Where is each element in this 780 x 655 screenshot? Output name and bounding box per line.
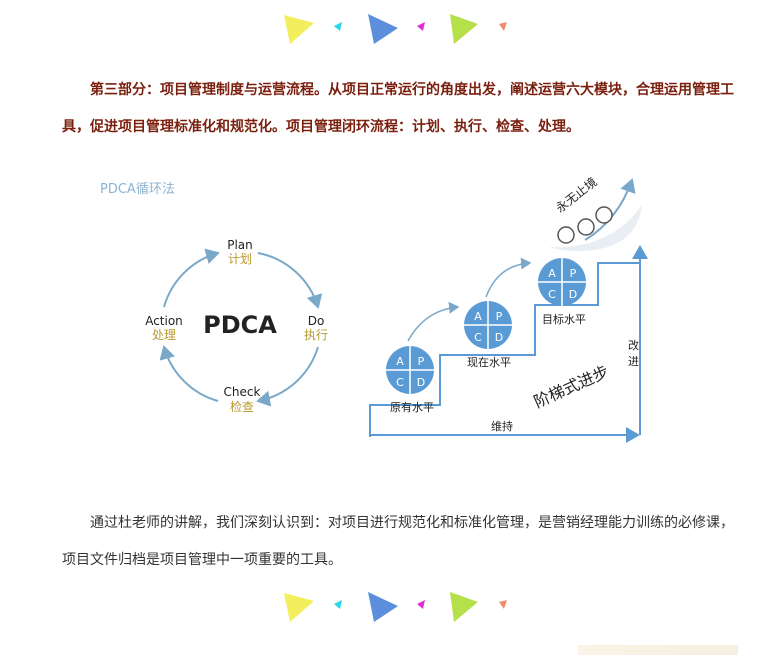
endless-arrow (584, 178, 636, 241)
pdca-wheel-target: A P C D (538, 258, 586, 306)
quadrant-p: P (496, 310, 503, 323)
plan-cn-label: 计划 (228, 252, 252, 266)
maintain-label: 维持 (491, 419, 513, 433)
quadrant-a: A (474, 310, 482, 323)
pdca-wheel-original: A P C D (386, 346, 434, 394)
corner-image-fragment (578, 645, 738, 655)
pdca-center-label: PDCA (203, 311, 277, 339)
deco-yellow-triangle (284, 593, 314, 622)
check-cn-label: 检查 (230, 399, 254, 414)
check-label: Check (224, 385, 261, 399)
deco-green-triangle (450, 14, 478, 44)
action-label: Action (145, 314, 183, 328)
endless-label: 永无止境 (553, 174, 600, 215)
quadrant-d: D (569, 288, 577, 301)
progress-arrow-2 (485, 257, 532, 298)
endless-swoosh (548, 205, 642, 251)
improve-label: 改 (628, 338, 639, 352)
quadrant-d: D (417, 376, 425, 389)
deco-blue-triangle (368, 14, 398, 44)
closing-paragraph-text: 通过杜老师的讲解，我们深刻认识到：对项目进行规范化和标准化管理，是营销经理能力训… (62, 515, 734, 568)
target-level-label: 目标水平 (542, 312, 586, 326)
improve-text: 改 (628, 338, 639, 352)
deco-blue-triangle (368, 592, 398, 622)
deco-orange-triangle (499, 600, 507, 609)
deco-cyan-triangle (334, 600, 342, 609)
plan-label: Plan (227, 238, 253, 252)
do-label: Do (308, 314, 325, 328)
current-level-label: 现在水平 (467, 356, 511, 369)
improve-text-2: 进 (628, 355, 639, 368)
quadrant-p: P (570, 267, 577, 280)
quadrant-a: A (396, 355, 404, 368)
deco-magenta-triangle (417, 22, 425, 31)
endless-circle-1 (557, 226, 575, 244)
endless-circle-2 (577, 218, 595, 236)
do-cn-label: 执行 (304, 328, 328, 342)
deco-orange-triangle (499, 22, 507, 31)
bottom-decoration (284, 592, 507, 622)
quadrant-p: P (418, 355, 425, 368)
top-decoration (284, 14, 507, 44)
quadrant-c: C (548, 288, 556, 301)
intro-paragraph: 第三部分：项目管理制度与运营流程。从项目正常运行的角度出发，阐述运营六大模块，合… (62, 72, 742, 146)
cycle-arrow-action-plan (163, 248, 220, 308)
deco-cyan-triangle (334, 22, 342, 31)
deco-yellow-triangle (284, 15, 314, 44)
progress-arrow-1 (407, 301, 460, 342)
pdca-wheel-current: A P C D (464, 301, 512, 349)
closing-paragraph: 通过杜老师的讲解，我们深刻认识到：对项目进行规范化和标准化管理，是营销经理能力训… (62, 505, 742, 579)
diagram-caption: PDCA循环法 (100, 182, 175, 197)
endless-circle-3 (595, 206, 613, 224)
cycle-arrow-do-check (256, 346, 319, 407)
deco-green-triangle (450, 592, 478, 622)
stairs-title: 阶梯式进步 (531, 362, 612, 412)
action-cn-label: 处理 (152, 328, 176, 342)
cycle-arrow-check-action (159, 345, 219, 402)
quadrant-c: C (474, 331, 482, 344)
intro-paragraph-text: 第三部分：项目管理制度与运营流程。从项目正常运行的角度出发，阐述运营六大模块，合… (62, 82, 734, 135)
quadrant-d: D (495, 331, 503, 344)
quadrant-a: A (548, 267, 556, 280)
cycle-arrow-plan-do (257, 252, 323, 309)
quadrant-c: C (396, 376, 404, 389)
improve-label-2: 进 (628, 355, 639, 368)
staircase-line (369, 262, 640, 437)
deco-magenta-triangle (417, 600, 425, 609)
pdca-diagram: PDCA循环法 PDCA Plan 计划 Do 执行 Check 检查 Acti… (100, 174, 648, 443)
original-level-label: 原有水平 (390, 400, 434, 414)
